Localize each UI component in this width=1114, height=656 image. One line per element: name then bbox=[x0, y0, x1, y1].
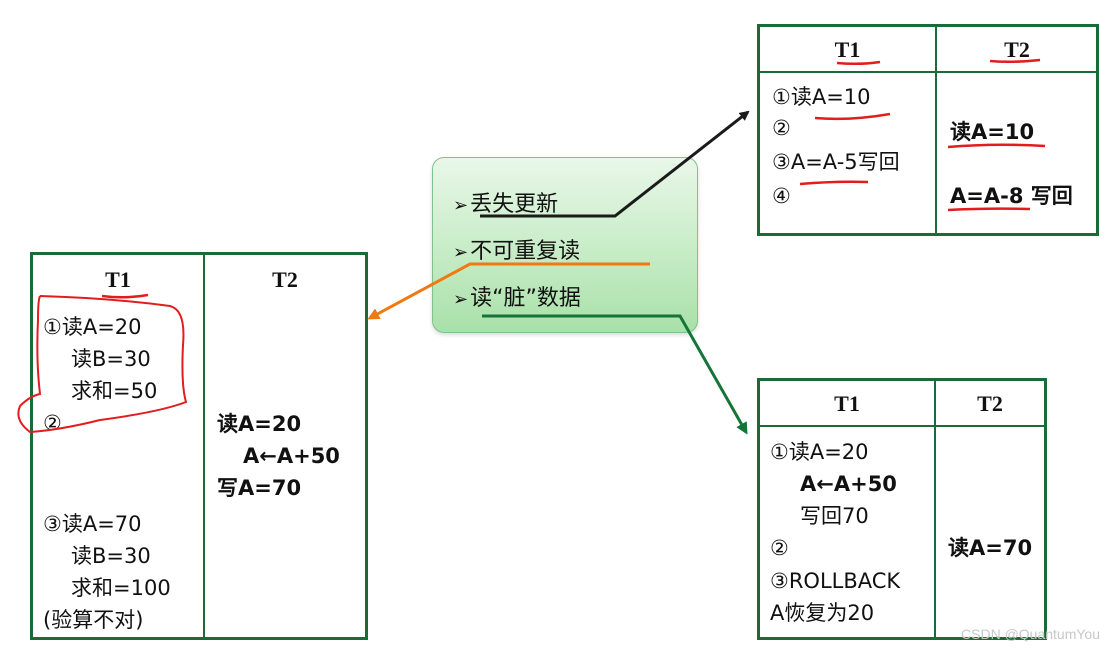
bullet-arrow-icon: ➢ bbox=[453, 289, 469, 310]
bottom-right-t1-line: ② bbox=[770, 536, 789, 560]
left-t2-line: 读A=20 bbox=[217, 412, 302, 436]
top-right-table-column-divider bbox=[935, 27, 937, 233]
left-t2-line: 写A=70 bbox=[217, 476, 302, 500]
callout-item-lost-update: ➢丢失更新 bbox=[453, 186, 558, 218]
left-t1-line: (验算不对) bbox=[43, 608, 144, 632]
bottom-right-t2-line: 读A=70 bbox=[948, 536, 1033, 560]
left-t1-line: ② bbox=[43, 411, 62, 435]
bullet-arrow-icon: ➢ bbox=[453, 242, 469, 263]
left-t1-line: 读B=30 bbox=[71, 544, 151, 568]
left-table-column-divider bbox=[203, 255, 205, 637]
callout-item-non-repeatable-read: ➢不可重复读 bbox=[453, 233, 580, 265]
left-table: T1 T2 ①读A=20 读B=30 求和=50 ② ③读A=70 读B=30 … bbox=[30, 252, 368, 640]
bottom-right-t1-line: ③ROLLBACK bbox=[770, 569, 901, 593]
arrow-dirty-read bbox=[482, 314, 748, 435]
left-t1-line: 求和=50 bbox=[71, 379, 158, 403]
callout-item-label: 读“脏”数据 bbox=[470, 286, 581, 311]
left-t1-line: ③读A=70 bbox=[43, 512, 142, 536]
top-right-table: T1 T2 ①读A=10 ② ③A=A-5写回 ④ 读A=10 A=A-8 写回 bbox=[757, 24, 1099, 236]
bottom-right-t1-line: A←A+50 bbox=[800, 472, 897, 496]
bottom-right-t1-line: ①读A=20 bbox=[770, 440, 869, 464]
concurrency-problems-callout: ➢丢失更新 ➢不可重复读 ➢读“脏”数据 bbox=[432, 157, 698, 333]
top-right-t2-line: 读A=10 bbox=[950, 120, 1035, 144]
top-right-table-header-divider bbox=[760, 71, 1096, 73]
left-t1-line: 读B=30 bbox=[71, 347, 151, 371]
bottom-right-table-header-t2: T2 bbox=[977, 391, 1003, 416]
callout-item-dirty-read: ➢读“脏”数据 bbox=[453, 280, 581, 312]
top-right-table-header-t2: T2 bbox=[1004, 37, 1030, 62]
top-right-t1-line: ④ bbox=[772, 184, 791, 208]
top-right-t2-line: A=A-8 写回 bbox=[950, 184, 1073, 208]
left-t2-line: A←A+50 bbox=[243, 444, 340, 468]
left-table-header-t1: T1 bbox=[105, 267, 131, 292]
top-right-t1-line: ①读A=10 bbox=[772, 85, 871, 109]
callout-item-label: 丢失更新 bbox=[470, 192, 559, 217]
bottom-right-t1-line: A恢复为20 bbox=[770, 601, 875, 625]
callout-item-label: 不可重复读 bbox=[470, 239, 581, 264]
bottom-right-table: T1 T2 ①读A=20 A←A+50 写回70 ② ③ROLLBACK A恢复… bbox=[757, 378, 1047, 640]
watermark: CSDN @QuantumYou bbox=[961, 626, 1100, 642]
left-table-header-t2: T2 bbox=[272, 267, 298, 292]
bottom-right-table-header-divider bbox=[760, 425, 1044, 427]
left-t1-line: 求和=100 bbox=[71, 576, 171, 600]
left-t1-line: ①读A=20 bbox=[43, 315, 142, 339]
top-right-t1-line: ③A=A-5写回 bbox=[772, 150, 900, 174]
bullet-arrow-icon: ➢ bbox=[453, 195, 469, 216]
top-right-t1-line: ② bbox=[772, 116, 791, 140]
bottom-right-t1-line: 写回70 bbox=[800, 504, 869, 528]
bottom-right-table-header-t1: T1 bbox=[834, 391, 860, 416]
bottom-right-table-column-divider bbox=[934, 381, 936, 637]
top-right-table-header-t1: T1 bbox=[834, 37, 861, 62]
